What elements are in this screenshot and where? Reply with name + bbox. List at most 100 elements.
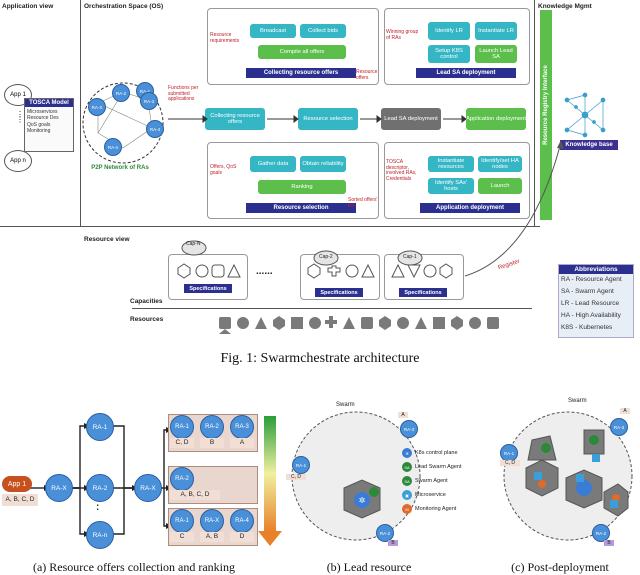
functions-label: Functions per submitted applications <box>168 85 199 102</box>
c-ra1-lbl: C, D <box>500 460 520 466</box>
p2p-node-ra-x: RA-X <box>88 98 106 116</box>
appdep-title: Application deployment <box>420 203 520 213</box>
rank-label: D <box>230 532 254 542</box>
divider-cap-res <box>132 308 532 309</box>
p2p-node-ra-n: RA-n <box>104 138 122 156</box>
rank-label: A, B <box>200 532 224 542</box>
app1-label: App 1 <box>10 92 26 98</box>
abbrev-title: Abbreviations <box>559 265 633 274</box>
appdep-in-label: TOSCA descriptor, involved RAs, Credenti… <box>386 159 417 182</box>
a-node-rax-left: RA-X <box>45 474 73 502</box>
a-app1-req: A, B, C, D <box>2 494 38 506</box>
orchestration-space-label: Orchestration Space (OS) <box>84 3 164 10</box>
appdep-launch: Launch <box>478 178 522 194</box>
collect-title: Collecting resource offers <box>246 68 356 78</box>
tosca-line: Microservices <box>27 109 58 115</box>
b-ra3: RA-3 <box>400 420 418 438</box>
a-node-ra2: RA-2 <box>86 474 114 502</box>
tosca-model-title: TOSCA Model <box>25 99 73 107</box>
c-ra2: RA-2 <box>592 524 610 542</box>
a-node-rax-right: RA-X <box>134 474 162 502</box>
legend-icon: SA <box>402 462 412 472</box>
legend-item: ▣Microservice <box>402 488 461 502</box>
knowledge-base-label: Knowledge base <box>560 140 618 150</box>
leadsa-setup-k8s: Setup K8S control <box>428 45 470 63</box>
post-deployment-diagram <box>503 411 633 541</box>
select-reliability: Obtain reliability <box>300 156 346 172</box>
rank-label: A <box>230 438 254 448</box>
c-ra3-lbl: A <box>620 408 630 414</box>
a-dots: : <box>96 502 100 513</box>
leadsa-title: Lead SA deployment <box>416 68 516 78</box>
b-ra1-lbl: C, D <box>286 474 306 480</box>
collect-in-label: Resource requirements <box>210 32 240 44</box>
a-node-ra1: RA-1 <box>86 413 114 441</box>
rank-node: RA-1 <box>170 415 194 439</box>
rank-node: RA-4 <box>230 509 254 533</box>
tosca-line: Resource Des <box>27 115 59 122</box>
p2p-node-ra-2: RA-2 <box>112 84 130 102</box>
rank-node: RA-3 <box>230 415 254 439</box>
spec-1: Specifications <box>399 288 447 297</box>
capacity-dots: ...... <box>256 266 273 277</box>
b-swarm-label: Swarm <box>336 402 355 408</box>
caption-b: (b) Lead resource <box>326 560 412 574</box>
spec-n: Specifications <box>184 284 232 293</box>
appn-node: App n <box>4 150 32 172</box>
subfigure-b: ✲ Swarm RA-3 A RA-1 C, D RA-2 B ✲K8s con… <box>284 396 480 574</box>
rank-node: RA-2 <box>170 467 194 491</box>
rank-node: RA-1 <box>170 509 194 533</box>
rank-label: A, B, C, D <box>170 490 220 500</box>
subfigure-c: Swarm RA-3 A RA-1 C, D RA-2 B (c) Post-d… <box>480 396 640 574</box>
c-ra2-lbl: B <box>604 540 614 546</box>
select-ranking: Ranking <box>258 180 346 194</box>
abbrev-item: RA - Resource Agent <box>561 276 622 283</box>
divider-os-resource <box>0 226 540 227</box>
legend-icon: SA <box>402 476 412 486</box>
divider-app-os <box>80 0 81 226</box>
divider-os-km <box>534 0 535 226</box>
rank-node: RA-X <box>200 509 224 533</box>
tosca-line: Monitoring <box>27 127 51 134</box>
c-ra3: RA-3 <box>610 418 628 436</box>
cap-1-label: Cap-1 <box>403 254 417 260</box>
capacities-label: Capacities <box>130 298 163 305</box>
legend-icon: ✲ <box>402 448 412 458</box>
abbrev-item: LR - Lead Resource <box>561 300 620 307</box>
appdep-sa-hosts: Identify SAs' hosts <box>428 178 474 194</box>
top-figure: Application view Orchestration Space (OS… <box>0 0 634 366</box>
a-app1-label: App 1 <box>7 480 27 488</box>
leadsa-identify: Identify LR <box>428 22 470 40</box>
b-ra3-lbl: A <box>398 412 408 418</box>
rank-label: C, D <box>170 438 194 448</box>
pipeline-app-deploy: Application deployment <box>466 108 526 130</box>
collect-broadcast: Broadcast <box>250 24 296 38</box>
p2p-node-ra-3: RA-3 <box>140 92 158 110</box>
rank-node: RA-2 <box>200 415 224 439</box>
collect-bids: Collect bids <box>300 24 346 38</box>
appn-label: App n <box>10 158 26 164</box>
resource-view-label: Resource view <box>84 236 130 243</box>
legend-icon: M <box>402 504 412 514</box>
pipeline-collecting: Collecting resource offers <box>205 108 265 130</box>
tosca-line: QoS goals <box>27 121 51 128</box>
resources-icons <box>219 316 499 334</box>
legend-item: ✲K8s control plane <box>402 446 461 460</box>
pipeline-arrows <box>168 115 467 123</box>
leadsa-in-label: Winning group of RAs <box>386 29 419 41</box>
rank-label: C <box>170 532 194 542</box>
registry-interface-bar <box>540 10 552 220</box>
rank-label: B <box>200 438 224 448</box>
knowledge-mgmt-label: Knowledge Mgmt <box>538 3 592 10</box>
p2p-ring <box>82 82 164 164</box>
select-gather: Gather data <box>250 156 296 172</box>
svg-text:✲: ✲ <box>359 496 366 505</box>
lead-resource-diagram: ✲ <box>291 411 421 541</box>
pipeline-selection: Resource selection <box>298 108 358 130</box>
